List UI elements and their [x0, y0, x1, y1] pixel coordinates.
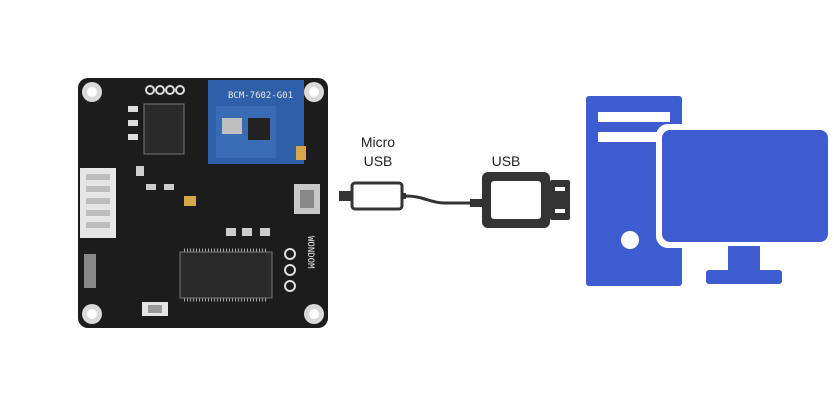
micro-usb-plug-icon [339, 181, 406, 211]
micro-usb-label-line2: USB [363, 153, 393, 169]
micro-usb-label-line1: Micro [360, 134, 396, 150]
usb-plug-icon [482, 172, 570, 228]
circuit-board-image: BCM-7602-G01 WONDOM [78, 78, 328, 328]
usb-cable-icon [405, 194, 482, 207]
micro-usb-label: Micro USB [346, 133, 410, 171]
brand-label: WONDOM [305, 236, 315, 269]
module-label: BCM-7602-G01 [228, 91, 293, 101]
desktop-computer-icon [586, 96, 834, 286]
usb-label: USB [491, 153, 521, 169]
